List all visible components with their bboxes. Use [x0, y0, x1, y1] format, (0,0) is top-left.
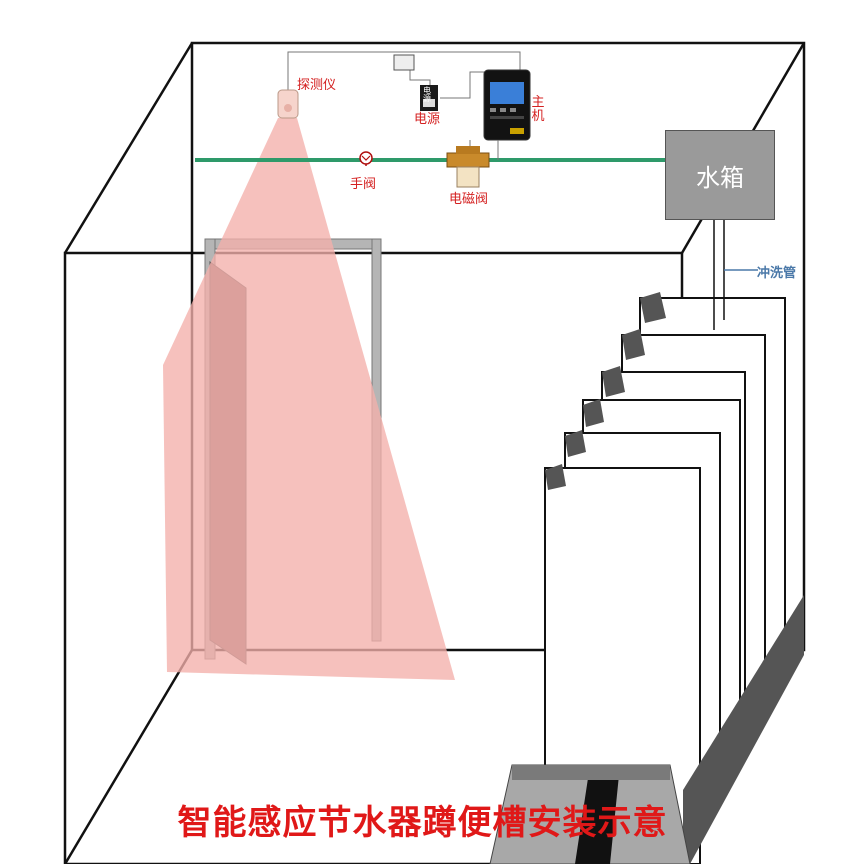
manual-valve-icon [359, 151, 373, 166]
flush-pipe-label: 冲洗管 [757, 266, 797, 281]
detector-device [277, 89, 299, 119]
power-supply-device-text: 电源 [423, 86, 431, 103]
stall-partitions [544, 297, 786, 864]
water-tank: 水箱 [665, 130, 775, 220]
wiring [287, 51, 521, 152]
host-label: 主机 [531, 95, 545, 124]
outlet-icon [393, 54, 415, 71]
diagram-title: 智能感应节水器蹲便槽安装示意 [177, 803, 668, 843]
solenoid-valve-icon [446, 146, 490, 188]
partition-caps [545, 292, 666, 490]
flush-pipe-leader [724, 269, 758, 271]
power-supply-label: 电源 [414, 112, 441, 127]
squat-trough [489, 764, 691, 864]
solenoid-valve-label: 电磁阀 [449, 192, 489, 207]
host-controller [483, 69, 531, 141]
power-supply-device [420, 85, 438, 111]
detector-label: 探测仪 [297, 78, 337, 93]
floor-edge [683, 595, 804, 864]
sensor-beam [163, 118, 455, 680]
manual-valve-label: 手阀 [350, 177, 377, 192]
water-tank-label: 水箱 [696, 163, 744, 192]
